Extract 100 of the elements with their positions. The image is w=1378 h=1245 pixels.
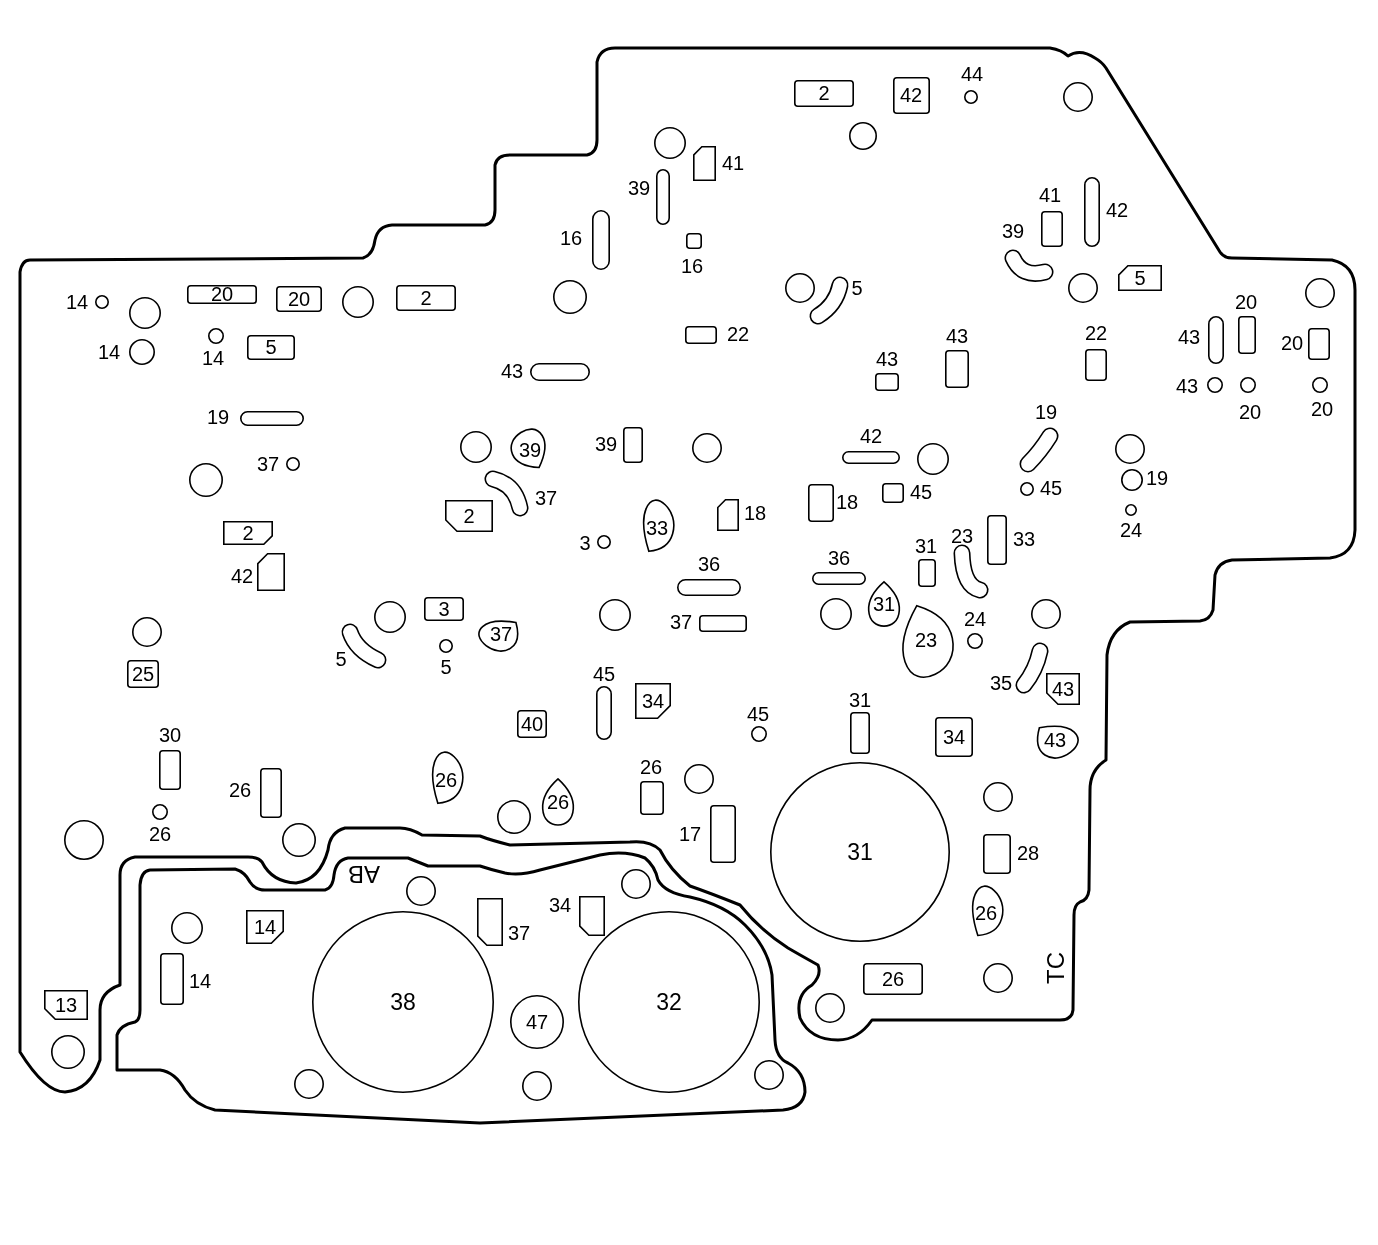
- part-number: 45: [1039, 478, 1063, 498]
- port-opening: [223, 521, 273, 545]
- port-opening: [511, 429, 549, 471]
- port-opening: [875, 373, 899, 391]
- port-opening: [640, 781, 664, 815]
- part-number: 36: [697, 554, 721, 574]
- part-number: 14: [97, 342, 121, 362]
- port-opening: [1312, 377, 1328, 393]
- port-opening: [1240, 377, 1256, 393]
- part-number: 26: [639, 757, 663, 777]
- part-number: 2: [242, 523, 254, 543]
- port-opening: [1019, 427, 1059, 473]
- port-opening: [850, 712, 870, 754]
- part-number: 23: [950, 526, 974, 546]
- part-number: 43: [1177, 327, 1201, 347]
- port-opening: [635, 683, 671, 719]
- port-opening: [1063, 82, 1093, 112]
- port-opening: [967, 633, 983, 649]
- port-opening: [692, 433, 722, 463]
- port-opening: [1125, 504, 1137, 516]
- part-number: 14: [65, 292, 89, 312]
- port-opening: [160, 953, 184, 1005]
- port-opening: [754, 1060, 784, 1090]
- part-number: 43: [1175, 376, 1199, 396]
- port-opening: [187, 284, 257, 304]
- port-opening: [460, 431, 492, 463]
- part-number: 37: [669, 612, 693, 632]
- part-number: 31: [914, 536, 938, 556]
- part-number: 2: [818, 83, 830, 103]
- part-number: 14: [188, 971, 212, 991]
- part-number: 39: [594, 434, 618, 454]
- port-opening: [129, 339, 155, 365]
- part-number: 22: [726, 324, 750, 344]
- part-number: 43: [1043, 730, 1067, 750]
- port-opening: [815, 993, 845, 1023]
- port-opening: [497, 800, 531, 834]
- part-number: 5: [335, 649, 347, 669]
- port-opening: [1208, 316, 1224, 364]
- port-opening: [917, 443, 949, 475]
- part-number: 3: [579, 533, 591, 553]
- port-opening: [710, 805, 736, 863]
- part-number: 38: [390, 990, 416, 1014]
- part-number: 31: [847, 840, 873, 864]
- port-opening: [785, 273, 815, 303]
- part-number: 30: [158, 725, 182, 745]
- port-opening: [1115, 434, 1145, 464]
- part-number: 26: [881, 969, 905, 989]
- port-opening: [1015, 642, 1049, 694]
- part-number: 26: [228, 780, 252, 800]
- port-opening: [1084, 177, 1100, 247]
- port-opening: [1121, 469, 1143, 491]
- part-number: 31: [848, 690, 872, 710]
- part-number: 20: [1280, 333, 1304, 353]
- part-number: 42: [1105, 200, 1129, 220]
- part-number: 16: [559, 228, 583, 248]
- port-opening: [677, 578, 741, 596]
- part-number: 13: [54, 995, 78, 1015]
- port-opening: [1305, 278, 1335, 308]
- part-number: 20: [1310, 399, 1334, 419]
- port-opening: [863, 963, 923, 995]
- port-opening: [1041, 211, 1063, 247]
- port-opening: [809, 276, 849, 325]
- port-opening: [654, 127, 686, 159]
- port-opening: [770, 762, 950, 942]
- port-opening: [159, 750, 181, 790]
- port-opening: [849, 122, 877, 150]
- port-opening: [699, 614, 747, 632]
- port-opening: [152, 804, 168, 820]
- port-opening: [599, 599, 631, 631]
- part-number: 22: [1084, 323, 1108, 343]
- port-opening: [692, 145, 716, 181]
- part-number: 47: [525, 1012, 549, 1032]
- port-opening: [1068, 273, 1098, 303]
- part-number: 18: [835, 492, 859, 512]
- part-number: 18: [743, 503, 767, 523]
- part-number: 35: [989, 673, 1013, 693]
- port-opening: [396, 285, 456, 311]
- part-number: 26: [148, 824, 172, 844]
- part-number: 5: [1134, 268, 1146, 288]
- port-opening: [44, 990, 88, 1020]
- port-opening: [1207, 377, 1223, 393]
- part-number: 32: [656, 990, 682, 1014]
- part-number: 25: [131, 664, 155, 684]
- port-opening: [541, 778, 575, 826]
- port-opening: [623, 427, 643, 463]
- port-opening: [374, 601, 406, 633]
- part-number: 42: [230, 566, 254, 586]
- port-opening: [867, 581, 901, 627]
- port-opening: [579, 896, 605, 936]
- port-opening: [286, 457, 300, 471]
- part-number: 2: [420, 288, 432, 308]
- port-opening: [1085, 349, 1107, 381]
- part-number: 19: [206, 407, 230, 427]
- port-opening: [171, 912, 203, 944]
- part-number: 26: [546, 792, 570, 812]
- part-number: 39: [627, 178, 651, 198]
- part-number: 40: [520, 714, 544, 734]
- port-opening: [945, 350, 969, 388]
- part-number: 42: [859, 426, 883, 446]
- port-opening: [342, 286, 374, 318]
